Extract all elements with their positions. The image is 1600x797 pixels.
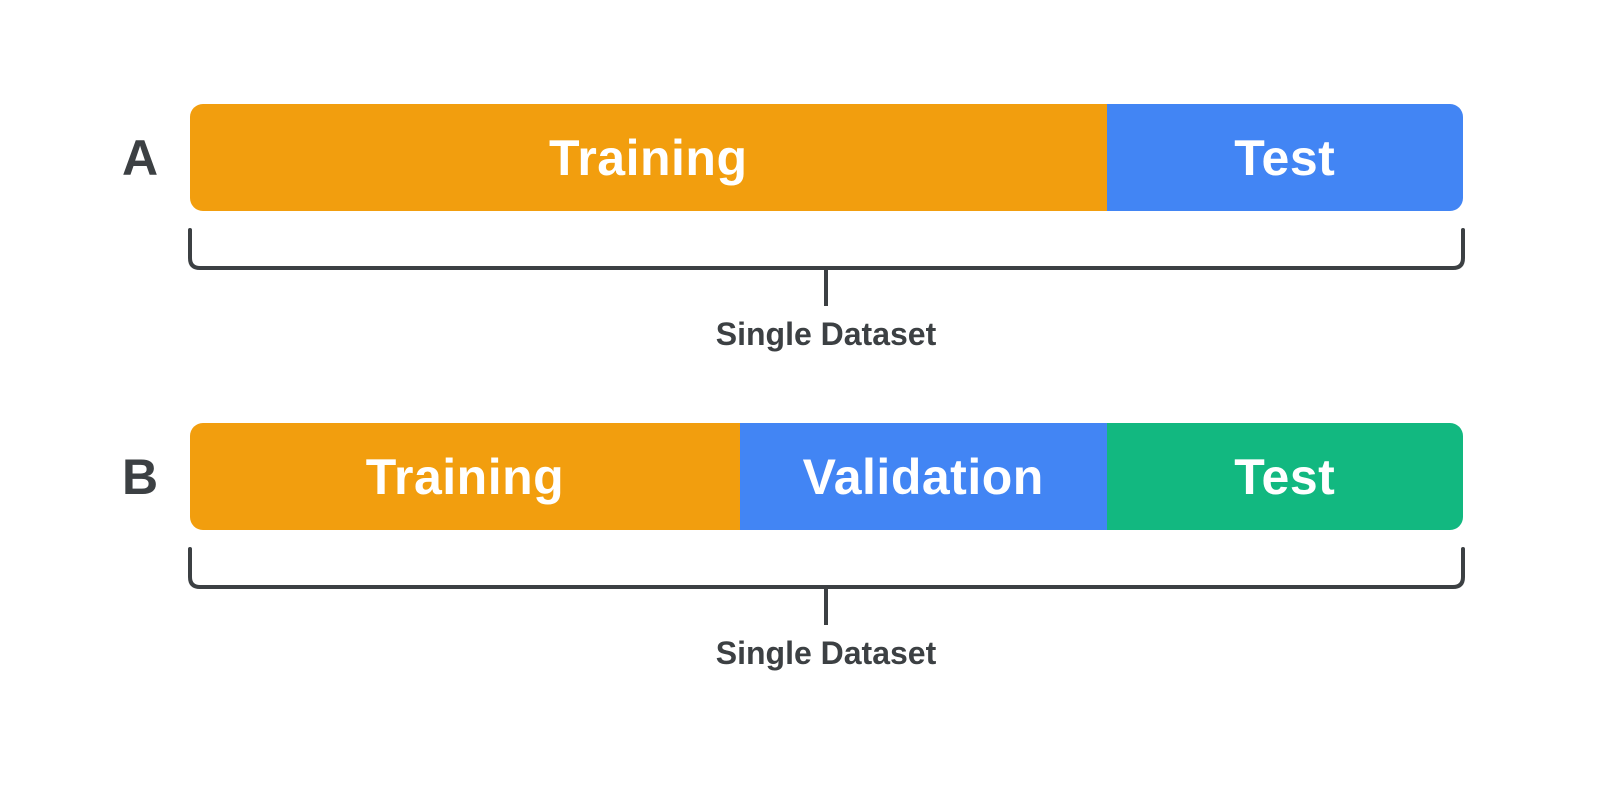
row-b-validation-label: Validation [802,448,1044,505]
row-a-split-bar: Training Test [190,104,1463,211]
row-b-letter: B [121,449,159,505]
row-b-caption: Single Dataset [715,635,937,671]
row-a-test-label: Test [1234,129,1336,186]
row-a-caption: Single Dataset [715,316,937,352]
row-b-validation-segment: Validation [739,423,1107,530]
row-b-test-segment: Test [1106,423,1463,530]
row-b-split-bar: Training Validation Test [190,423,1463,530]
row-b-training-label: Training [365,448,565,505]
row-a-letter: A [121,130,159,186]
row-a-bracket [188,228,1465,306]
row-b-test-label: Test [1234,448,1336,505]
row-a-training-segment: Training [190,104,1107,211]
row-a-training-label: Training [549,129,748,186]
row-b-training-segment: Training [190,423,740,530]
row-a-test-segment: Test [1106,104,1463,211]
row-b-bracket [188,547,1465,625]
